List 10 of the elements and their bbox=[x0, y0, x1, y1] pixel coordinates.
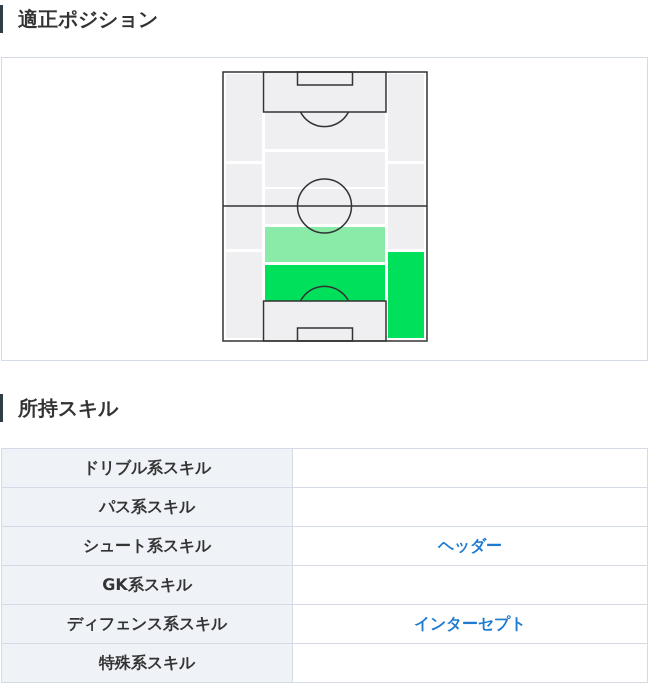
row-header: GK系スキル bbox=[2, 566, 292, 604]
section-heading: 所持スキル bbox=[0, 394, 118, 422]
skill-link: インターセプト bbox=[414, 614, 526, 632]
row-header: 特殊系スキル bbox=[2, 644, 292, 682]
row-header: ドリブル系スキル bbox=[2, 448, 292, 488]
skill-link: ヘッダー bbox=[438, 536, 502, 554]
row-header: パス系スキル bbox=[2, 488, 292, 526]
section-heading: 適正ポジション bbox=[0, 5, 158, 33]
row-header: シュート系スキル bbox=[2, 526, 292, 566]
row-header: ディフェンス系スキル bbox=[2, 604, 292, 644]
